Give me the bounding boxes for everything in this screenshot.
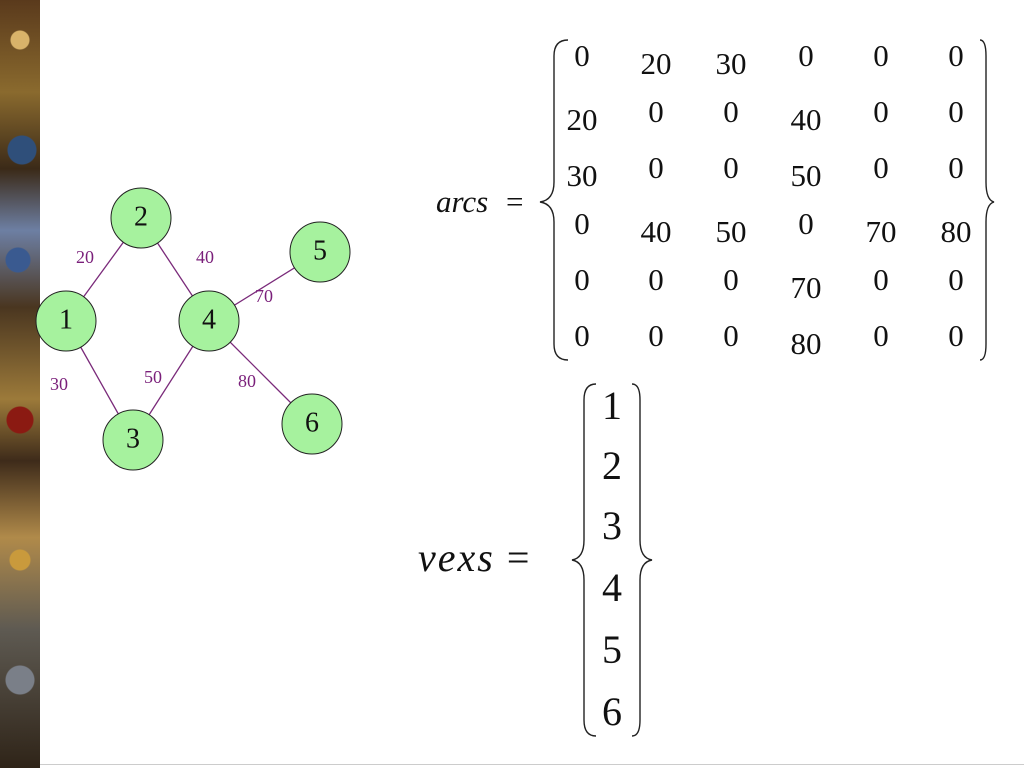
matrix-cell-r2-c1: 20 <box>566 102 598 137</box>
arcs-left-brace <box>539 39 569 361</box>
matrix-cell-r3-c5: 0 <box>873 150 889 185</box>
graph-nodes: 1 2 3 4 5 6 <box>35 187 351 471</box>
matrix-cell-r5-c6: 0 <box>948 262 964 297</box>
matrix-cell-r2-c6: 0 <box>948 94 964 129</box>
matrix-cell-r4-c4: 0 <box>798 206 814 241</box>
matrix-cell-r5-c5: 0 <box>873 262 889 297</box>
matrix-cell-r6-c3: 0 <box>723 318 739 353</box>
edge-weight-4-6: 80 <box>238 371 256 391</box>
edge-weight-1-2: 20 <box>76 247 94 267</box>
decorative-border-strip <box>0 0 40 768</box>
node-label-1: 1 <box>59 304 73 335</box>
vector-cell-1: 1 <box>602 383 622 428</box>
matrix-cell-r3-c2: 0 <box>648 150 664 185</box>
node-label-4: 4 <box>202 304 216 335</box>
node-circle-1 <box>35 290 97 352</box>
matrix-cell-r5-c3: 0 <box>723 262 739 297</box>
matrix-cell-r6-c6: 0 <box>948 318 964 353</box>
matrix-cell-r6-c5: 0 <box>873 318 889 353</box>
node-circle-5 <box>289 221 351 283</box>
edge-weight-4-5: 70 <box>255 286 273 306</box>
matrix-cell-r5-c2: 0 <box>648 262 664 297</box>
matrix-cell-r1-c2: 20 <box>640 46 672 81</box>
matrix-cell-r5-c4: 70 <box>790 270 822 305</box>
matrix-cell-r3-c3: 0 <box>723 150 739 185</box>
matrix-cell-r2-c5: 0 <box>873 94 889 129</box>
matrix-cell-r3-c1: 30 <box>566 158 598 193</box>
matrix-cell-r2-c2: 0 <box>648 94 664 129</box>
weighted-graph: 20 40 30 50 70 80 1 2 3 4 5 6 <box>35 187 351 471</box>
matrix-cell-r1-c3: 30 <box>715 46 747 81</box>
vexs-right-brace <box>631 383 653 737</box>
matrix-cell-r2-c3: 0 <box>723 94 739 129</box>
matrix-cell-r2-c4: 40 <box>790 102 822 137</box>
node-4: 4 <box>178 290 240 352</box>
matrix-cell-r4-c3: 50 <box>715 214 747 249</box>
bottom-divider <box>40 764 1024 765</box>
node-circle-2 <box>110 187 172 249</box>
matrix-cell-r1-c4: 0 <box>798 38 814 73</box>
node-circle-3 <box>102 409 164 471</box>
matrix-cell-r4-c1: 0 <box>574 206 590 241</box>
node-6: 6 <box>281 393 343 455</box>
node-label-3: 3 <box>126 423 140 454</box>
arcs-equation-label: arcs = <box>436 184 523 220</box>
matrix-cell-r1-c5: 0 <box>873 38 889 73</box>
node-label-5: 5 <box>313 235 327 266</box>
matrix-cell-r6-c2: 0 <box>648 318 664 353</box>
matrix-cell-r3-c6: 0 <box>948 150 964 185</box>
matrix-cell-r1-c1: 0 <box>574 38 590 73</box>
matrix-cell-r5-c1: 0 <box>574 262 590 297</box>
matrix-cell-r4-c6: 80 <box>940 214 972 249</box>
arcs-label-text: arcs <box>436 184 489 219</box>
edge-weight-3-4: 50 <box>144 367 162 387</box>
vector-cell-3: 3 <box>602 503 622 548</box>
matrix-cell-r4-c5: 70 <box>865 214 897 249</box>
vector-cell-2: 2 <box>602 443 622 488</box>
node-2: 2 <box>110 187 172 249</box>
vexs-left-brace <box>571 383 597 737</box>
vector-cell-6: 6 <box>602 689 622 734</box>
edge-weight-1-3: 30 <box>50 374 68 394</box>
node-5: 5 <box>289 221 351 283</box>
vexs-equation-label: vexs = <box>418 534 531 581</box>
matrix-cell-r1-c6: 0 <box>948 38 964 73</box>
matrix-cell-r6-c1: 0 <box>574 318 590 353</box>
node-1: 1 <box>35 290 97 352</box>
vector-cell-5: 5 <box>602 627 622 672</box>
matrix-cell-r6-c4: 80 <box>790 326 822 361</box>
vexs-label-text: vexs <box>418 535 495 580</box>
node-label-2: 2 <box>134 201 148 232</box>
node-circle-4 <box>178 290 240 352</box>
arcs-equals-sign: = <box>506 184 524 219</box>
arcs-right-brace <box>979 39 995 361</box>
node-3: 3 <box>102 409 164 471</box>
edge-weight-2-4: 40 <box>196 247 214 267</box>
matrix-cell-r3-c4: 50 <box>790 158 822 193</box>
vector-cell-4: 4 <box>602 565 622 610</box>
node-label-6: 6 <box>305 407 319 438</box>
matrix-cell-r4-c2: 40 <box>640 214 672 249</box>
vexs-equals-sign: = <box>506 535 532 580</box>
node-circle-6 <box>281 393 343 455</box>
